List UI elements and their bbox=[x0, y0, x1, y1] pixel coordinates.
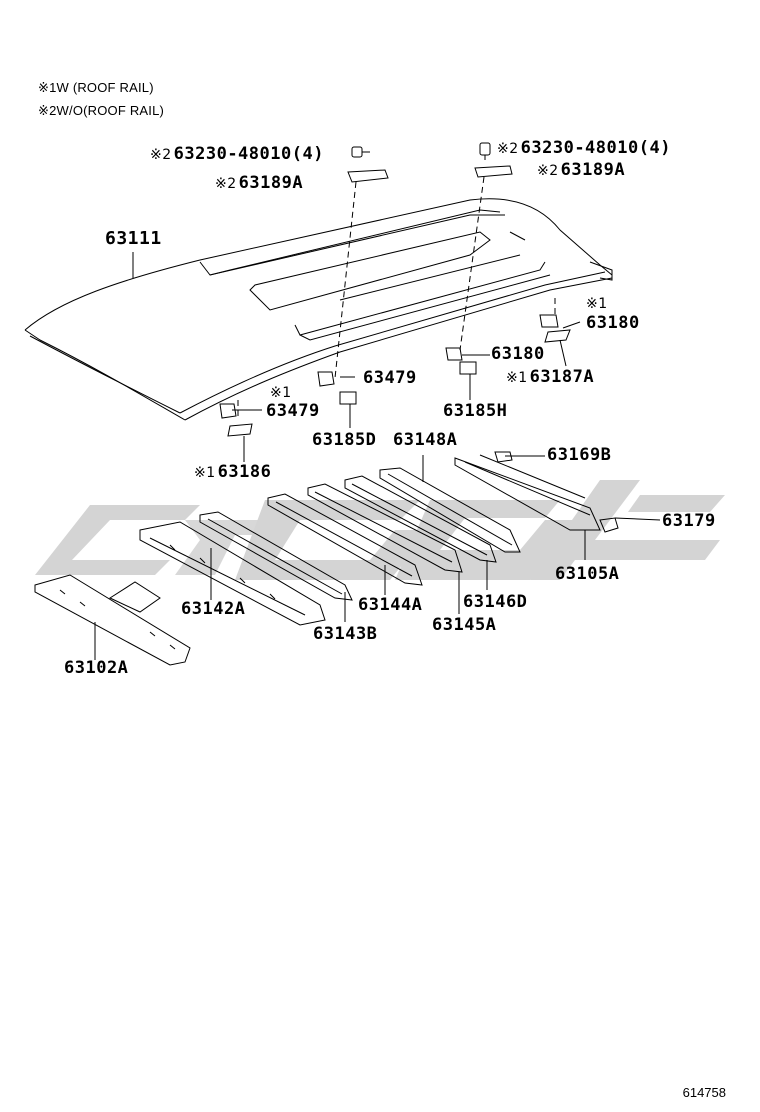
roof-bow-63144A bbox=[267, 493, 423, 586]
roof-panel-63111 bbox=[24, 198, 613, 421]
label-bow-63146D: 63146D bbox=[463, 592, 528, 612]
roof-bow-63145A bbox=[307, 483, 463, 573]
label-nut-left: 63479 bbox=[266, 401, 320, 421]
label-nut-center: 63479 bbox=[363, 368, 417, 388]
roof-bow-63142A bbox=[139, 521, 326, 626]
legend-with-roof-rail: ※1W (ROOF RAIL) bbox=[38, 80, 154, 95]
roof-bow-63143B bbox=[199, 511, 353, 601]
bolt-icon bbox=[351, 142, 491, 160]
label-seal-center: 63185H bbox=[443, 401, 508, 421]
label-seal-left: 63185D bbox=[312, 430, 377, 450]
roof-bow-63146D bbox=[344, 475, 497, 563]
label-bow-63148A: 63148A bbox=[393, 430, 458, 450]
label-rail-63169B: 63169B bbox=[547, 445, 612, 465]
label-bow-63143B: 63143B bbox=[313, 624, 378, 644]
label-clip-63179: 63179 bbox=[662, 511, 716, 531]
label-nut-left-mark: ※1 bbox=[270, 385, 292, 401]
header-63102A bbox=[34, 574, 191, 666]
label-header-63102A: 63102A bbox=[64, 658, 129, 678]
label-bracket-right-upper-mark: ※1 bbox=[586, 296, 608, 312]
label-bow-63145A: 63145A bbox=[432, 615, 497, 635]
figure-number: 614758 bbox=[682, 1085, 726, 1100]
label-bracket-center: 63180 bbox=[491, 344, 545, 364]
label-rail-63105A: 63105A bbox=[555, 564, 620, 584]
roof-bow-63148A bbox=[379, 467, 521, 553]
clip-icon bbox=[347, 165, 513, 183]
label-bracket-right-upper: 63180 bbox=[586, 313, 640, 333]
nut-icon bbox=[219, 361, 477, 419]
legend-without-roof-rail: ※2W/O(ROOF RAIL) bbox=[38, 103, 165, 118]
bracket-icon bbox=[227, 314, 571, 437]
side-rail-63105A bbox=[454, 451, 619, 533]
label-roof-panel: 63111 bbox=[105, 228, 162, 249]
label-bow-63142A: 63142A bbox=[181, 599, 246, 619]
label-bow-63144A: 63144A bbox=[358, 595, 423, 615]
